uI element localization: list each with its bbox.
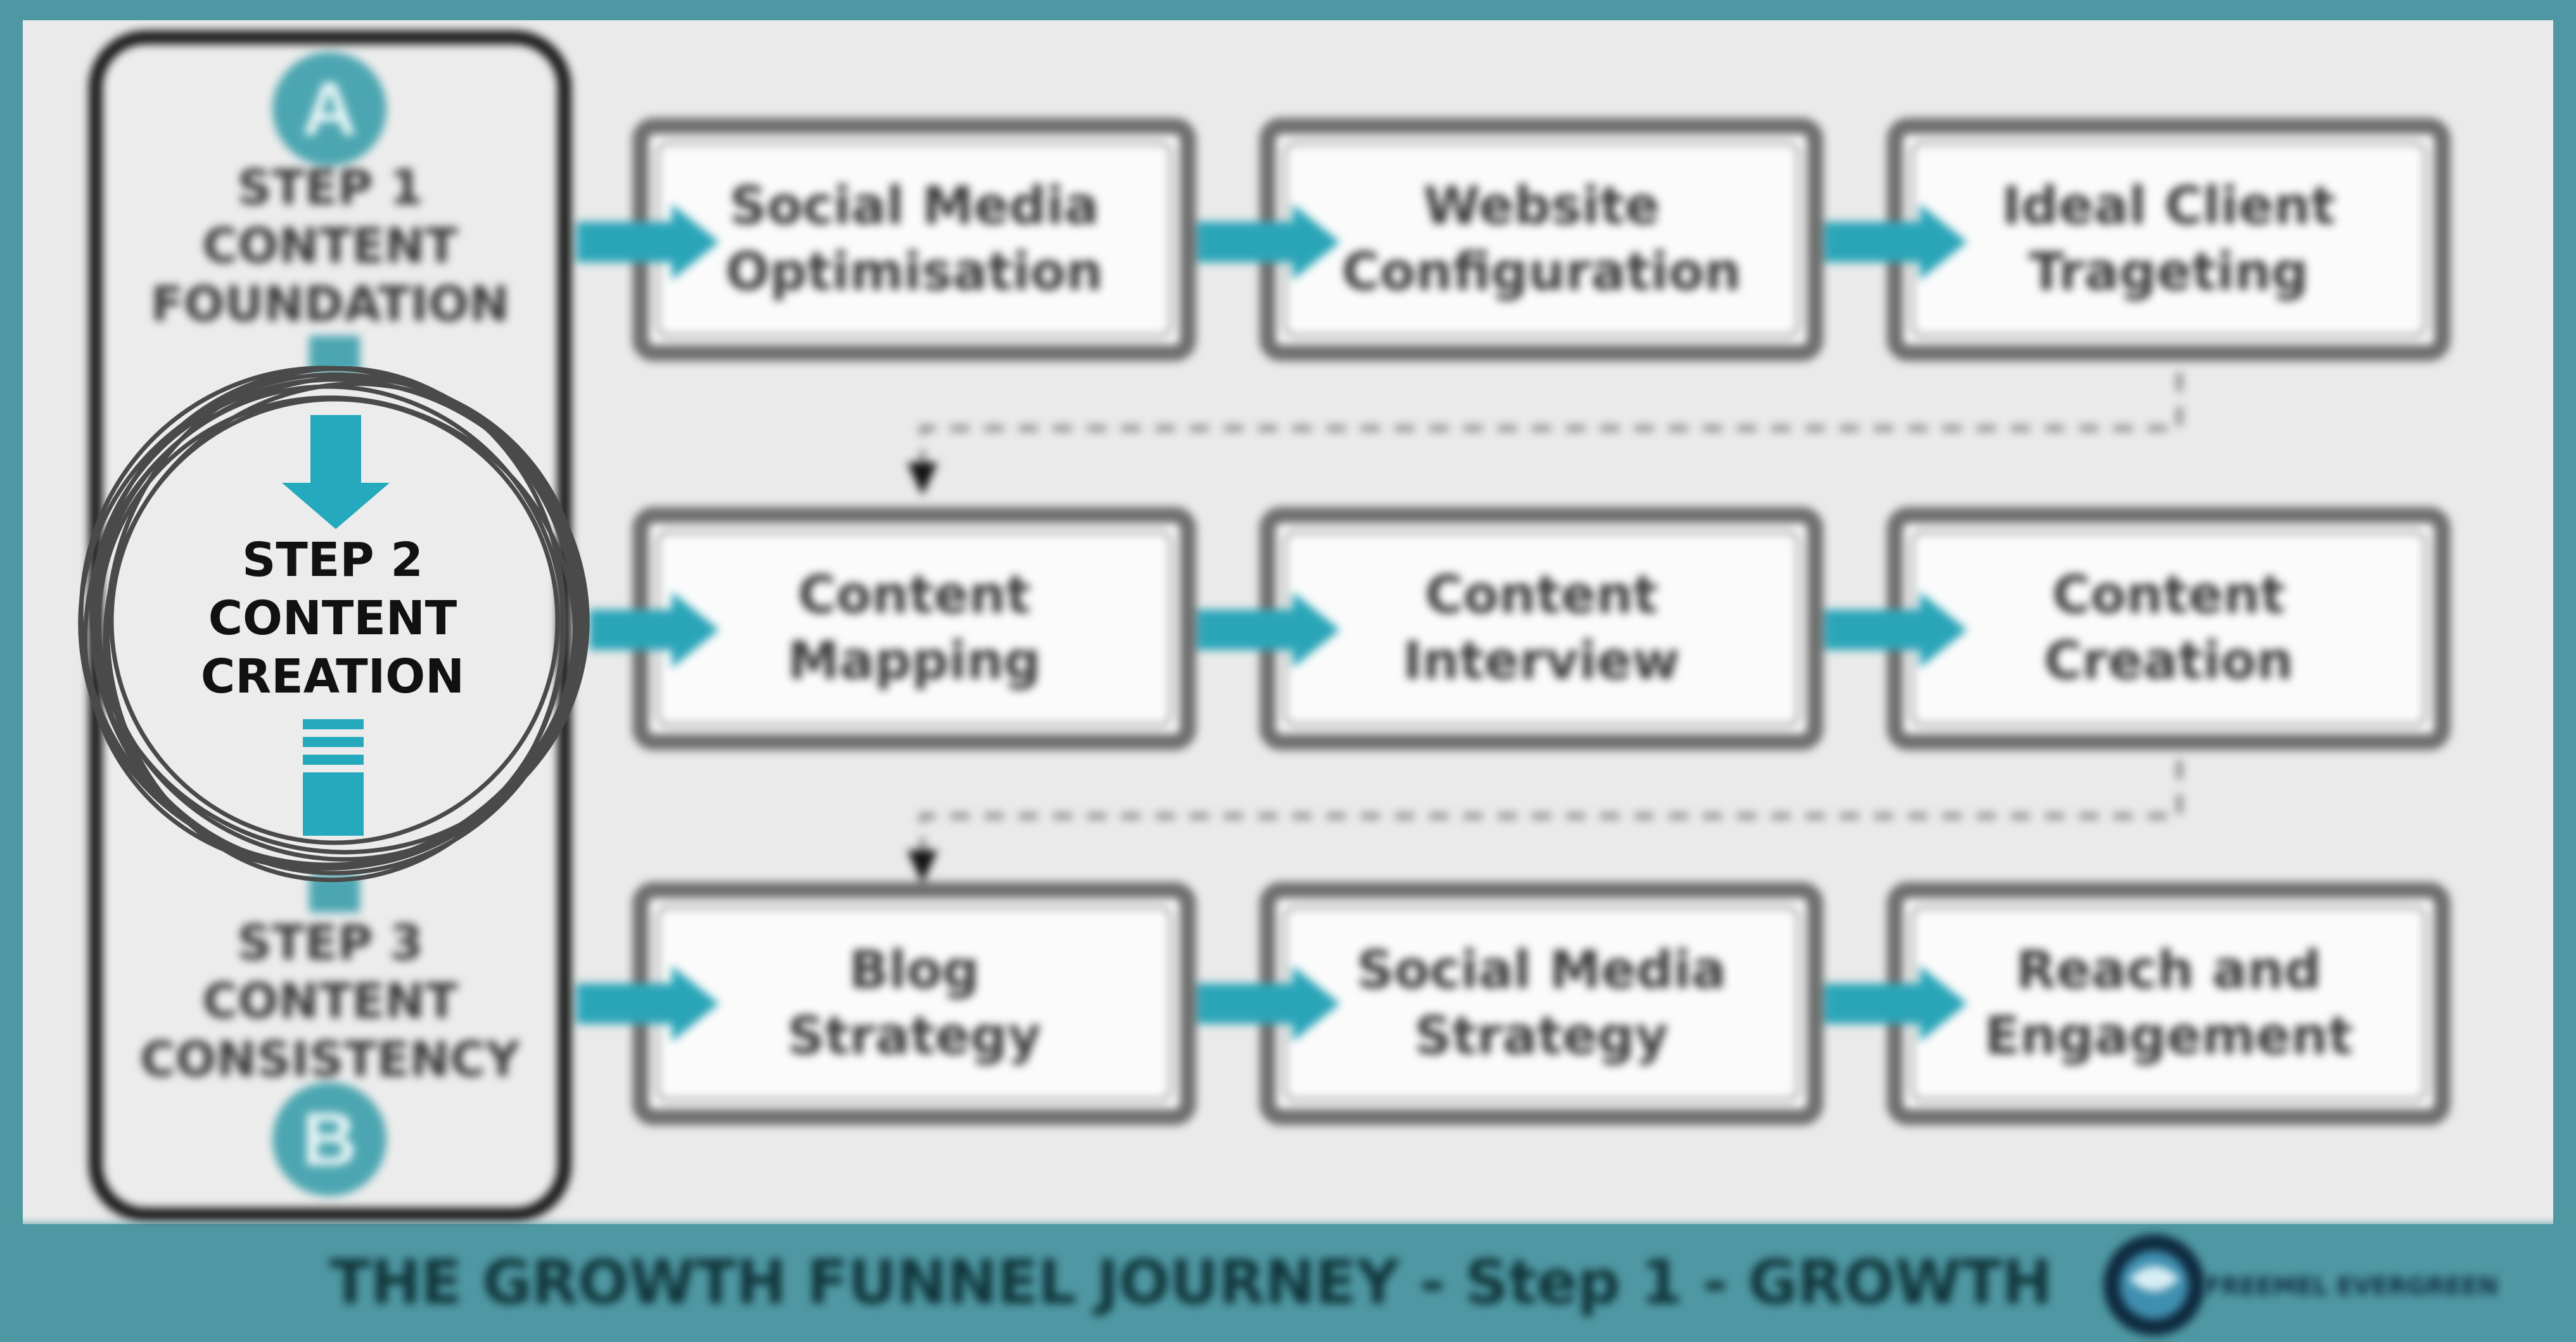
step3-line: STEP 3 xyxy=(237,914,423,971)
flow-arrow-icon xyxy=(1197,204,1340,280)
flow-arrow-icon xyxy=(577,966,719,1042)
step-box-ideal-client-targeting: Ideal Client Trageting xyxy=(1887,118,2451,361)
bar-segment xyxy=(303,755,364,765)
step2-label: STEP 2 CONTENT CREATION xyxy=(146,531,520,706)
flow-arrow-icon xyxy=(1825,966,1967,1042)
step1-line: CONTENT xyxy=(202,217,458,274)
bar-segment xyxy=(303,772,364,836)
down-arrow-shaft xyxy=(310,415,361,485)
step-box-website-configuration: Website Configuration xyxy=(1259,118,1823,361)
step3-label: STEP 3 CONTENT CONSISTENCY xyxy=(89,914,571,1089)
step3-line: CONSISTENCY xyxy=(140,1031,520,1087)
return-lines xyxy=(919,373,2183,857)
step-box-blog-strategy: Blog Strategy xyxy=(632,882,1196,1125)
step-box-content-interview: Content Interview xyxy=(1259,507,1823,750)
step3-line: CONTENT xyxy=(202,973,458,1029)
step-box-content-creation: Content Creation xyxy=(1887,507,2451,750)
step1-line: STEP 1 xyxy=(237,159,423,215)
step-box-reach-and-engagement: Reach and Engagement xyxy=(1887,882,2451,1125)
scribble-stroke xyxy=(109,397,560,845)
row3-arrows xyxy=(577,966,1967,1042)
down-arrowhead-icon xyxy=(907,850,938,883)
bar-segment xyxy=(303,719,364,729)
stacked-bars-icon xyxy=(303,719,364,836)
bar-segment xyxy=(303,737,364,747)
flow-arrow-icon xyxy=(589,592,719,668)
logo-swoosh xyxy=(2129,1266,2179,1291)
step2-line: STEP 2 xyxy=(242,533,423,587)
row1-arrows xyxy=(577,204,1967,280)
return-line-1 xyxy=(919,373,2183,469)
flow-arrow-icon xyxy=(577,204,719,280)
flow-arrow-icon xyxy=(1197,966,1340,1042)
row2-arrows xyxy=(589,592,1967,668)
globe-logo-icon xyxy=(2103,1234,2205,1336)
down-arrowhead-icon xyxy=(907,463,938,495)
logo-text: FREEMEL EVERGREEN xyxy=(2205,1272,2499,1300)
step2-line: CREATION xyxy=(200,649,465,704)
step1-label: STEP 1 CONTENT FOUNDATION xyxy=(89,158,571,333)
step-box-social-media-optimisation: Social Media Optimisation xyxy=(632,118,1196,361)
badge-a: A xyxy=(272,52,386,166)
badge-b: B xyxy=(272,1082,386,1196)
return-line-2 xyxy=(919,760,2183,857)
flow-arrow-icon xyxy=(1197,592,1340,668)
down-arrow-icon xyxy=(282,415,390,529)
flow-arrow-icon xyxy=(1825,592,1967,668)
step-box-social-media-strategy: Social Media Strategy xyxy=(1259,882,1823,1125)
step1-line: FOUNDATION xyxy=(150,276,510,332)
step2-line: CONTENT xyxy=(208,591,457,646)
flow-arrow-icon xyxy=(1825,204,1967,280)
down-arrow-head xyxy=(282,483,390,529)
footer-title: THE GROWTH FUNNEL JOURNEY - Step 1 - GRO… xyxy=(329,1247,2053,1318)
scribble-stroke xyxy=(83,375,583,871)
scribble-circle xyxy=(78,366,590,883)
